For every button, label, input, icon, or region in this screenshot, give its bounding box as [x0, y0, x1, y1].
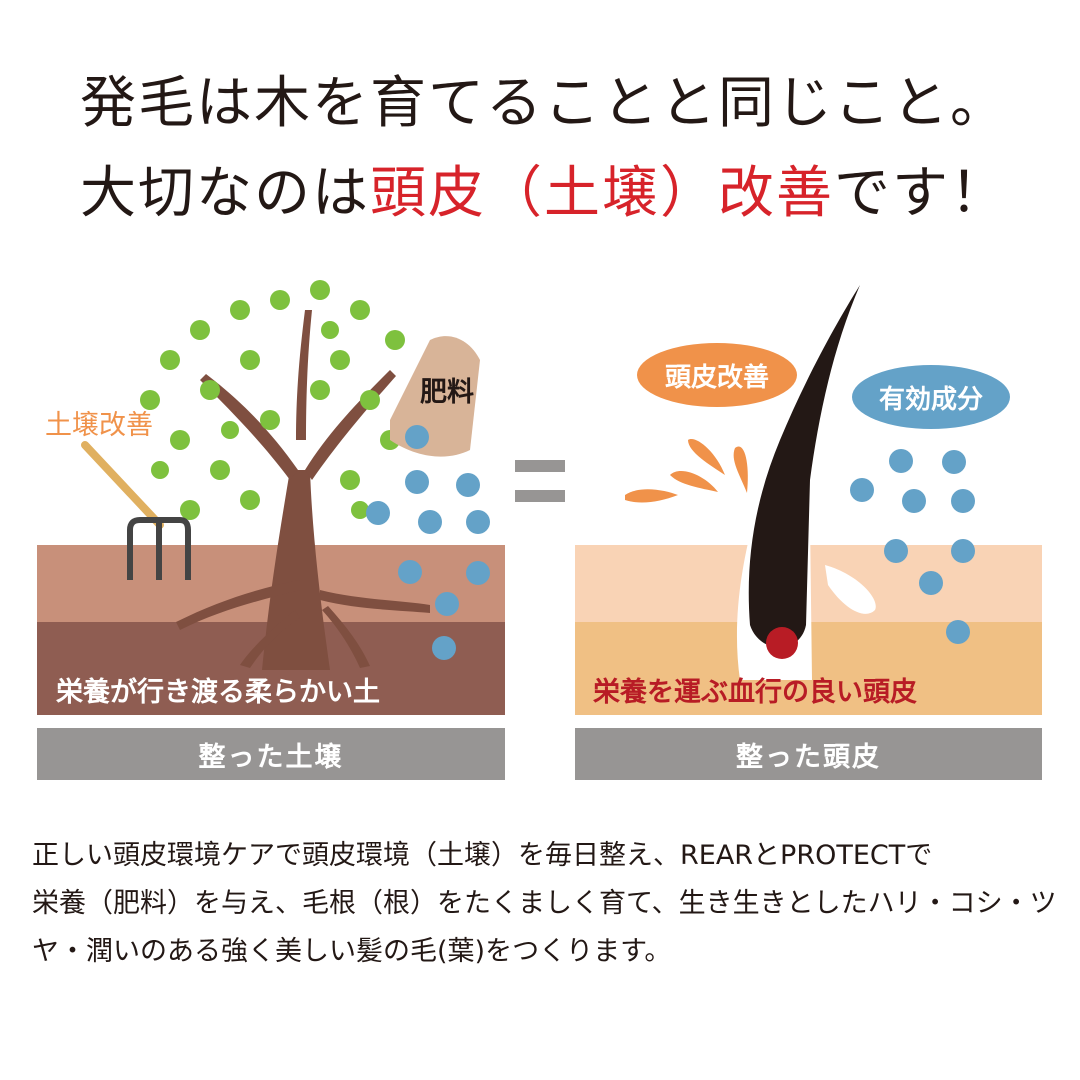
tree-trunk-icon [176, 310, 430, 670]
hair-shaft-icon [748, 285, 860, 648]
hair-follicle-illustration [625, 280, 975, 680]
headline-line2: 大切なのは頭皮（土壌）改善です！ [80, 148, 1008, 229]
scalp-bar-label: 整った頭皮 [575, 728, 1042, 780]
equals-sign-top [515, 460, 565, 472]
headline-prefix: 大切なのは [80, 161, 370, 226]
sebaceous-gland-icon [825, 565, 876, 614]
soil-improvement-label: 土壌改善 [45, 410, 153, 441]
headline-suffix: です！ [834, 161, 1008, 226]
hair-bulb-icon [766, 627, 798, 659]
scalp-improvement-bubble: 頭皮改善 [637, 343, 797, 407]
description-paragraph: 正しい頭皮環境ケアで頭皮環境（土壌）を毎日整え、REARとPROTECTで 栄養… [32, 832, 1062, 976]
headline-line1: 発毛は木を育てることと同じこと。 [80, 71, 1008, 136]
fertilizer-label: 肥料 [420, 377, 474, 408]
tree-leaves-icon [140, 280, 405, 520]
ingredient-dots-icon [850, 449, 975, 644]
scalp-caption: 栄養を運ぶ血行の良い頭皮 [593, 677, 917, 708]
soil-caption: 栄養が行き渡る柔らかい土 [56, 677, 380, 708]
tree-illustration [81, 280, 490, 670]
nutrient-dots-icon [366, 425, 490, 660]
equals-sign-bottom [515, 490, 565, 502]
headline-highlight: 頭皮（土壌）改善 [370, 161, 834, 226]
description-line: ヤ・潤いのある強く美しい髪の毛(葉)をつくります。 [32, 936, 672, 967]
splash-icon [625, 439, 748, 503]
active-ingredients-bubble: 有効成分 [852, 365, 1010, 429]
description-line: 正しい頭皮環境ケアで頭皮環境（土壌）を毎日整え、REARとPROTECTで [32, 840, 933, 871]
soil-bar-label: 整った土壌 [37, 728, 505, 780]
garden-fork-icon [81, 441, 191, 580]
description-line: 栄養（肥料）を与え、毛根（根）をたくましく育て、生き生きとしたハリ・コシ・ツ [32, 888, 1057, 919]
